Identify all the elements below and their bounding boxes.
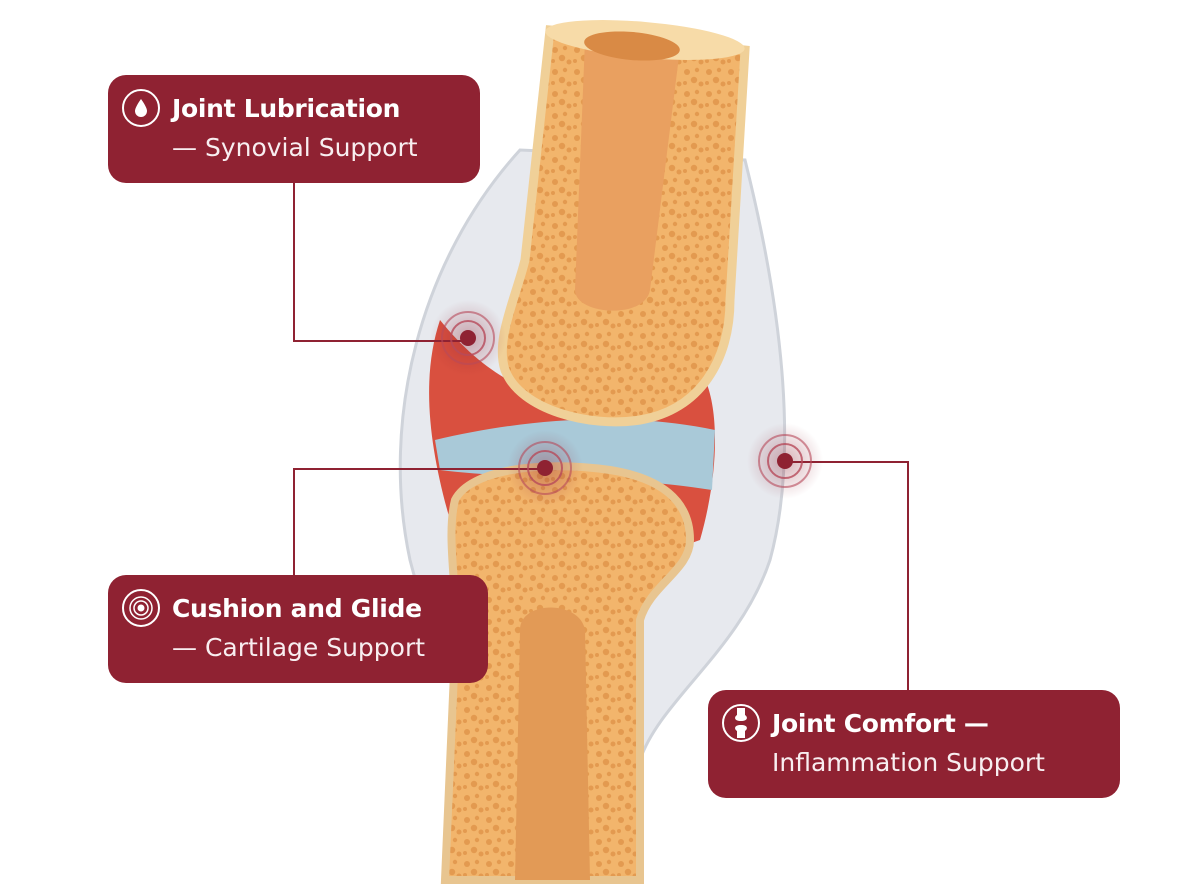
- target-markers: [430, 300, 823, 506]
- callout-subtitle: Inflammation Support: [772, 748, 1045, 777]
- callout-title: Joint Lubrication: [172, 93, 401, 123]
- joint-icon: [722, 704, 760, 742]
- callout-title: Cushion and Glide: [172, 593, 422, 623]
- callout-joint-comfort: Joint Comfort — Inflammation Support: [708, 690, 1120, 798]
- callout-subtitle: — Synovial Support: [172, 133, 418, 162]
- connector-lines: [293, 183, 909, 690]
- callout-joint-lubrication: Joint Lubrication — Synovial Support: [108, 75, 480, 183]
- concentric-rings-icon: [122, 589, 160, 627]
- femur-marrow: [575, 40, 680, 311]
- callout-title: Joint Comfort —: [772, 708, 989, 738]
- tibia-marrow: [515, 607, 590, 880]
- droplet-icon: [122, 89, 160, 127]
- callout-subtitle: — Cartilage Support: [172, 633, 426, 662]
- callout-cushion-and-glide: Cushion and Glide — Cartilage Support: [108, 575, 488, 683]
